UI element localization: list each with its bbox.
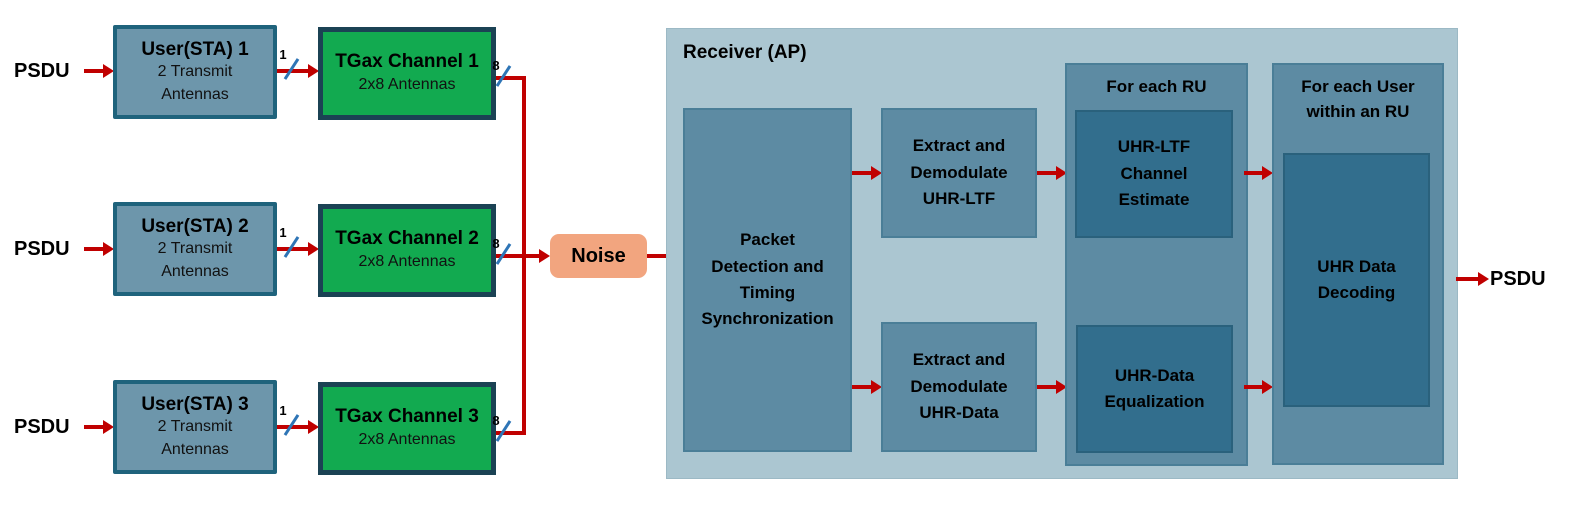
- user-sta-1-block: User(STA) 1 2 Transmit Antennas: [113, 25, 277, 119]
- tgax-channel-1-title: TGax Channel 1: [335, 51, 479, 73]
- uhr-ltf-channel-estimate-block: UHR-LTF Channel Estimate: [1075, 110, 1233, 238]
- user-sta-2-block: User(STA) 2 2 Transmit Antennas: [113, 202, 277, 296]
- for-each-user-title-line2: within an RU: [1306, 101, 1410, 121]
- user-sta-1-sub1: 2 Transmit: [157, 63, 233, 81]
- channel2-to-noise-arrow-head: [539, 249, 550, 263]
- noise-to-receiver-arrow-shaft: [647, 254, 671, 258]
- decoding-line1: UHR Data: [1317, 256, 1396, 276]
- packet-to-extract-ltf-arrow-head: [871, 166, 882, 180]
- channel3-output-wire: [496, 431, 526, 435]
- user3-to-channel3-arrow-shaft: [277, 425, 309, 429]
- user1-to-channel1-arrow-head: [308, 64, 319, 78]
- equalization-line1: UHR-Data: [1114, 365, 1195, 385]
- psdu-input-arrow-2-shaft: [84, 247, 104, 251]
- wire-width-label-8-row1: 8: [492, 58, 500, 73]
- extract-ltf-line3: UHR-LTF: [922, 189, 996, 209]
- psdu-input-arrow-1-shaft: [84, 69, 104, 73]
- channel1-output-wire: [496, 76, 526, 80]
- psdu-input-label-1: PSDU: [14, 60, 70, 82]
- user-sta-3-sub2: Antennas: [161, 440, 229, 458]
- extract-ltf-to-ru-arrow-shaft: [1037, 171, 1057, 175]
- packet-detection-line2: Detection and: [711, 256, 824, 276]
- for-each-ru-title: For each RU: [1106, 77, 1207, 96]
- receiver-ap-title: Receiver (AP): [683, 42, 807, 63]
- receiver-output-arrow-head: [1478, 272, 1489, 286]
- tgax-channel-1-sub: 2x8 Antennas: [358, 76, 456, 94]
- decoding-line2: Decoding: [1317, 283, 1396, 302]
- estimate-to-user-arrow-head: [1262, 166, 1273, 180]
- user3-to-channel3-arrow-head: [308, 420, 319, 434]
- equalization-line2: Equalization: [1104, 392, 1205, 411]
- user2-to-channel2-arrow-shaft: [277, 247, 309, 251]
- extract-data-to-ru-arrow-head: [1056, 380, 1067, 394]
- user-sta-2-title: User(STA) 2: [141, 215, 249, 237]
- user-sta-1-title: User(STA) 1: [141, 38, 249, 60]
- wire-width-label-1-row3: 1: [279, 403, 287, 418]
- receiver-output-arrow-shaft: [1456, 277, 1479, 281]
- wire-width-label-8-row3: 8: [492, 413, 500, 428]
- user-sta-2-sub2: Antennas: [161, 262, 229, 280]
- user1-to-channel1-arrow-shaft: [277, 69, 309, 73]
- user2-to-channel2-arrow-head: [308, 242, 319, 256]
- psdu-input-arrow-1-head: [103, 64, 114, 78]
- user-sta-3-title: User(STA) 3: [141, 393, 249, 415]
- user-sta-1-sub2: Antennas: [161, 85, 229, 103]
- user-sta-3-sub1: 2 Transmit: [157, 418, 233, 436]
- equalization-to-user-arrow-shaft: [1244, 385, 1263, 389]
- for-each-user-title: For each User within an RU: [1274, 75, 1442, 124]
- tgax-channel-2-sub: 2x8 Antennas: [358, 253, 456, 271]
- noise-label: Noise: [571, 244, 626, 267]
- extract-ltf-line2: Demodulate: [910, 162, 1008, 182]
- noise-block: Noise: [550, 234, 647, 278]
- extract-demodulate-uhr-data-block: Extract and Demodulate UHR-Data: [881, 322, 1037, 452]
- psdu-input-arrow-2-head: [103, 242, 114, 256]
- packet-detection-line4: Synchronization: [701, 309, 834, 329]
- packet-to-extract-data-arrow-shaft: [852, 385, 872, 389]
- channel-estimate-line1: UHR-LTF: [1117, 137, 1191, 157]
- tgax-channel-2-title: TGax Channel 2: [335, 228, 479, 250]
- extract-ltf-line1: Extract and: [912, 136, 1006, 156]
- tgax-channel-3-block: TGax Channel 3 2x8 Antennas: [318, 382, 496, 475]
- extract-data-line1: Extract and: [912, 350, 1006, 370]
- psdu-output-label: PSDU: [1490, 268, 1546, 290]
- extract-ltf-to-ru-arrow-head: [1056, 166, 1067, 180]
- tgax-channel-3-sub: 2x8 Antennas: [358, 431, 456, 449]
- psdu-input-label-2: PSDU: [14, 238, 70, 260]
- tgax-channel-1-block: TGax Channel 1 2x8 Antennas: [318, 27, 496, 120]
- channel2-output-wire: [496, 254, 540, 258]
- user-sta-3-block: User(STA) 3 2 Transmit Antennas: [113, 380, 277, 474]
- equalization-to-user-arrow-head: [1262, 380, 1273, 394]
- packet-to-extract-ltf-arrow-shaft: [852, 171, 872, 175]
- psdu-input-arrow-3-shaft: [84, 425, 104, 429]
- packet-detection-block: Packet Detection and Timing Synchronizat…: [683, 108, 852, 452]
- wire-width-label-1-row1: 1: [279, 47, 287, 62]
- psdu-input-label-3: PSDU: [14, 416, 70, 438]
- uhr-data-equalization-block: UHR-Data Equalization: [1076, 325, 1233, 453]
- extract-data-line2: Demodulate: [910, 376, 1008, 396]
- uhr-data-decoding-block: UHR Data Decoding: [1283, 153, 1430, 407]
- extract-demodulate-uhr-ltf-block: Extract and Demodulate UHR-LTF: [881, 108, 1037, 238]
- wire-width-label-1-row2: 1: [279, 225, 287, 240]
- wire-width-label-8-row2: 8: [492, 236, 500, 251]
- channel-estimate-line2: Channel: [1120, 163, 1188, 183]
- estimate-to-user-arrow-shaft: [1244, 171, 1263, 175]
- combiner-trunk-wire: [522, 76, 526, 435]
- psdu-input-arrow-3-head: [103, 420, 114, 434]
- user-sta-2-sub1: 2 Transmit: [157, 240, 233, 258]
- tgax-channel-2-block: TGax Channel 2 2x8 Antennas: [318, 204, 496, 297]
- packet-detection-line3: Timing: [739, 283, 796, 302]
- channel-estimate-line3: Estimate: [1118, 190, 1190, 210]
- packet-detection-line1: Packet: [740, 230, 795, 250]
- for-each-user-title-line1: For each User: [1301, 77, 1415, 96]
- extract-data-to-ru-arrow-shaft: [1037, 385, 1057, 389]
- packet-to-extract-data-arrow-head: [871, 380, 882, 394]
- extract-data-line3: UHR-Data: [919, 403, 999, 423]
- tgax-channel-3-title: TGax Channel 3: [335, 406, 479, 428]
